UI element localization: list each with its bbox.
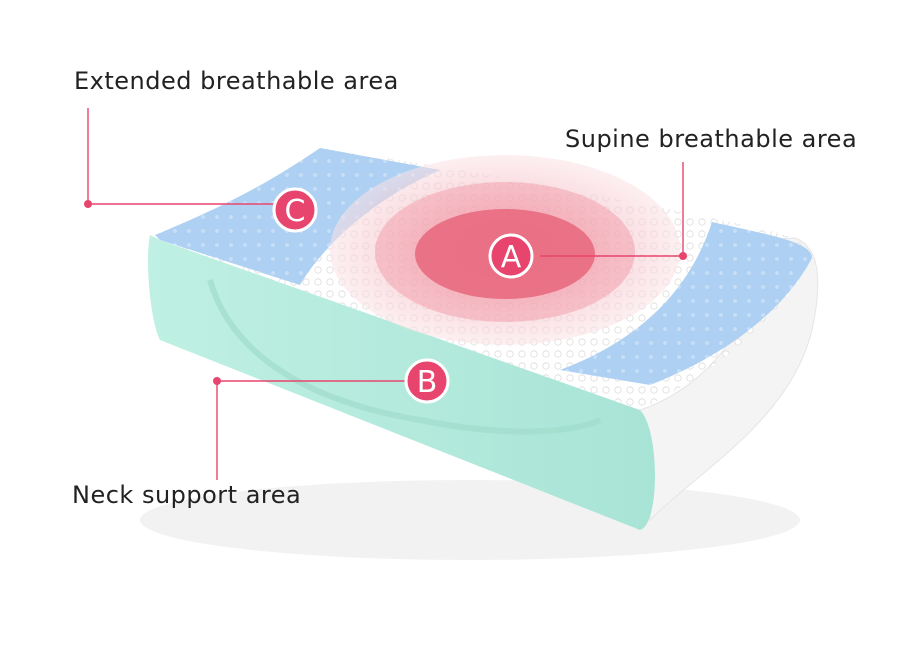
leader-a-end-dot — [679, 252, 687, 260]
marker-a-letter: A — [501, 240, 522, 275]
neck-contour — [207, 279, 602, 435]
leader-b-end-dot — [213, 377, 221, 385]
label-supine-breathable-area: Supine breathable area — [565, 125, 858, 153]
pillow-front-face — [148, 235, 655, 530]
blue-zone-right — [560, 222, 812, 385]
leader-c — [87, 108, 275, 205]
marker-c-letter: C — [285, 194, 306, 229]
label-neck-support-area: Neck support area — [72, 481, 302, 509]
marker-a: A — [488, 233, 534, 279]
leader-c-end-dot — [84, 200, 92, 208]
marker-b: B — [404, 358, 450, 404]
label-extended-breathable-area: Extended breathable area — [74, 67, 399, 95]
marker-c: C — [272, 187, 318, 233]
marker-b-letter: B — [417, 365, 438, 400]
